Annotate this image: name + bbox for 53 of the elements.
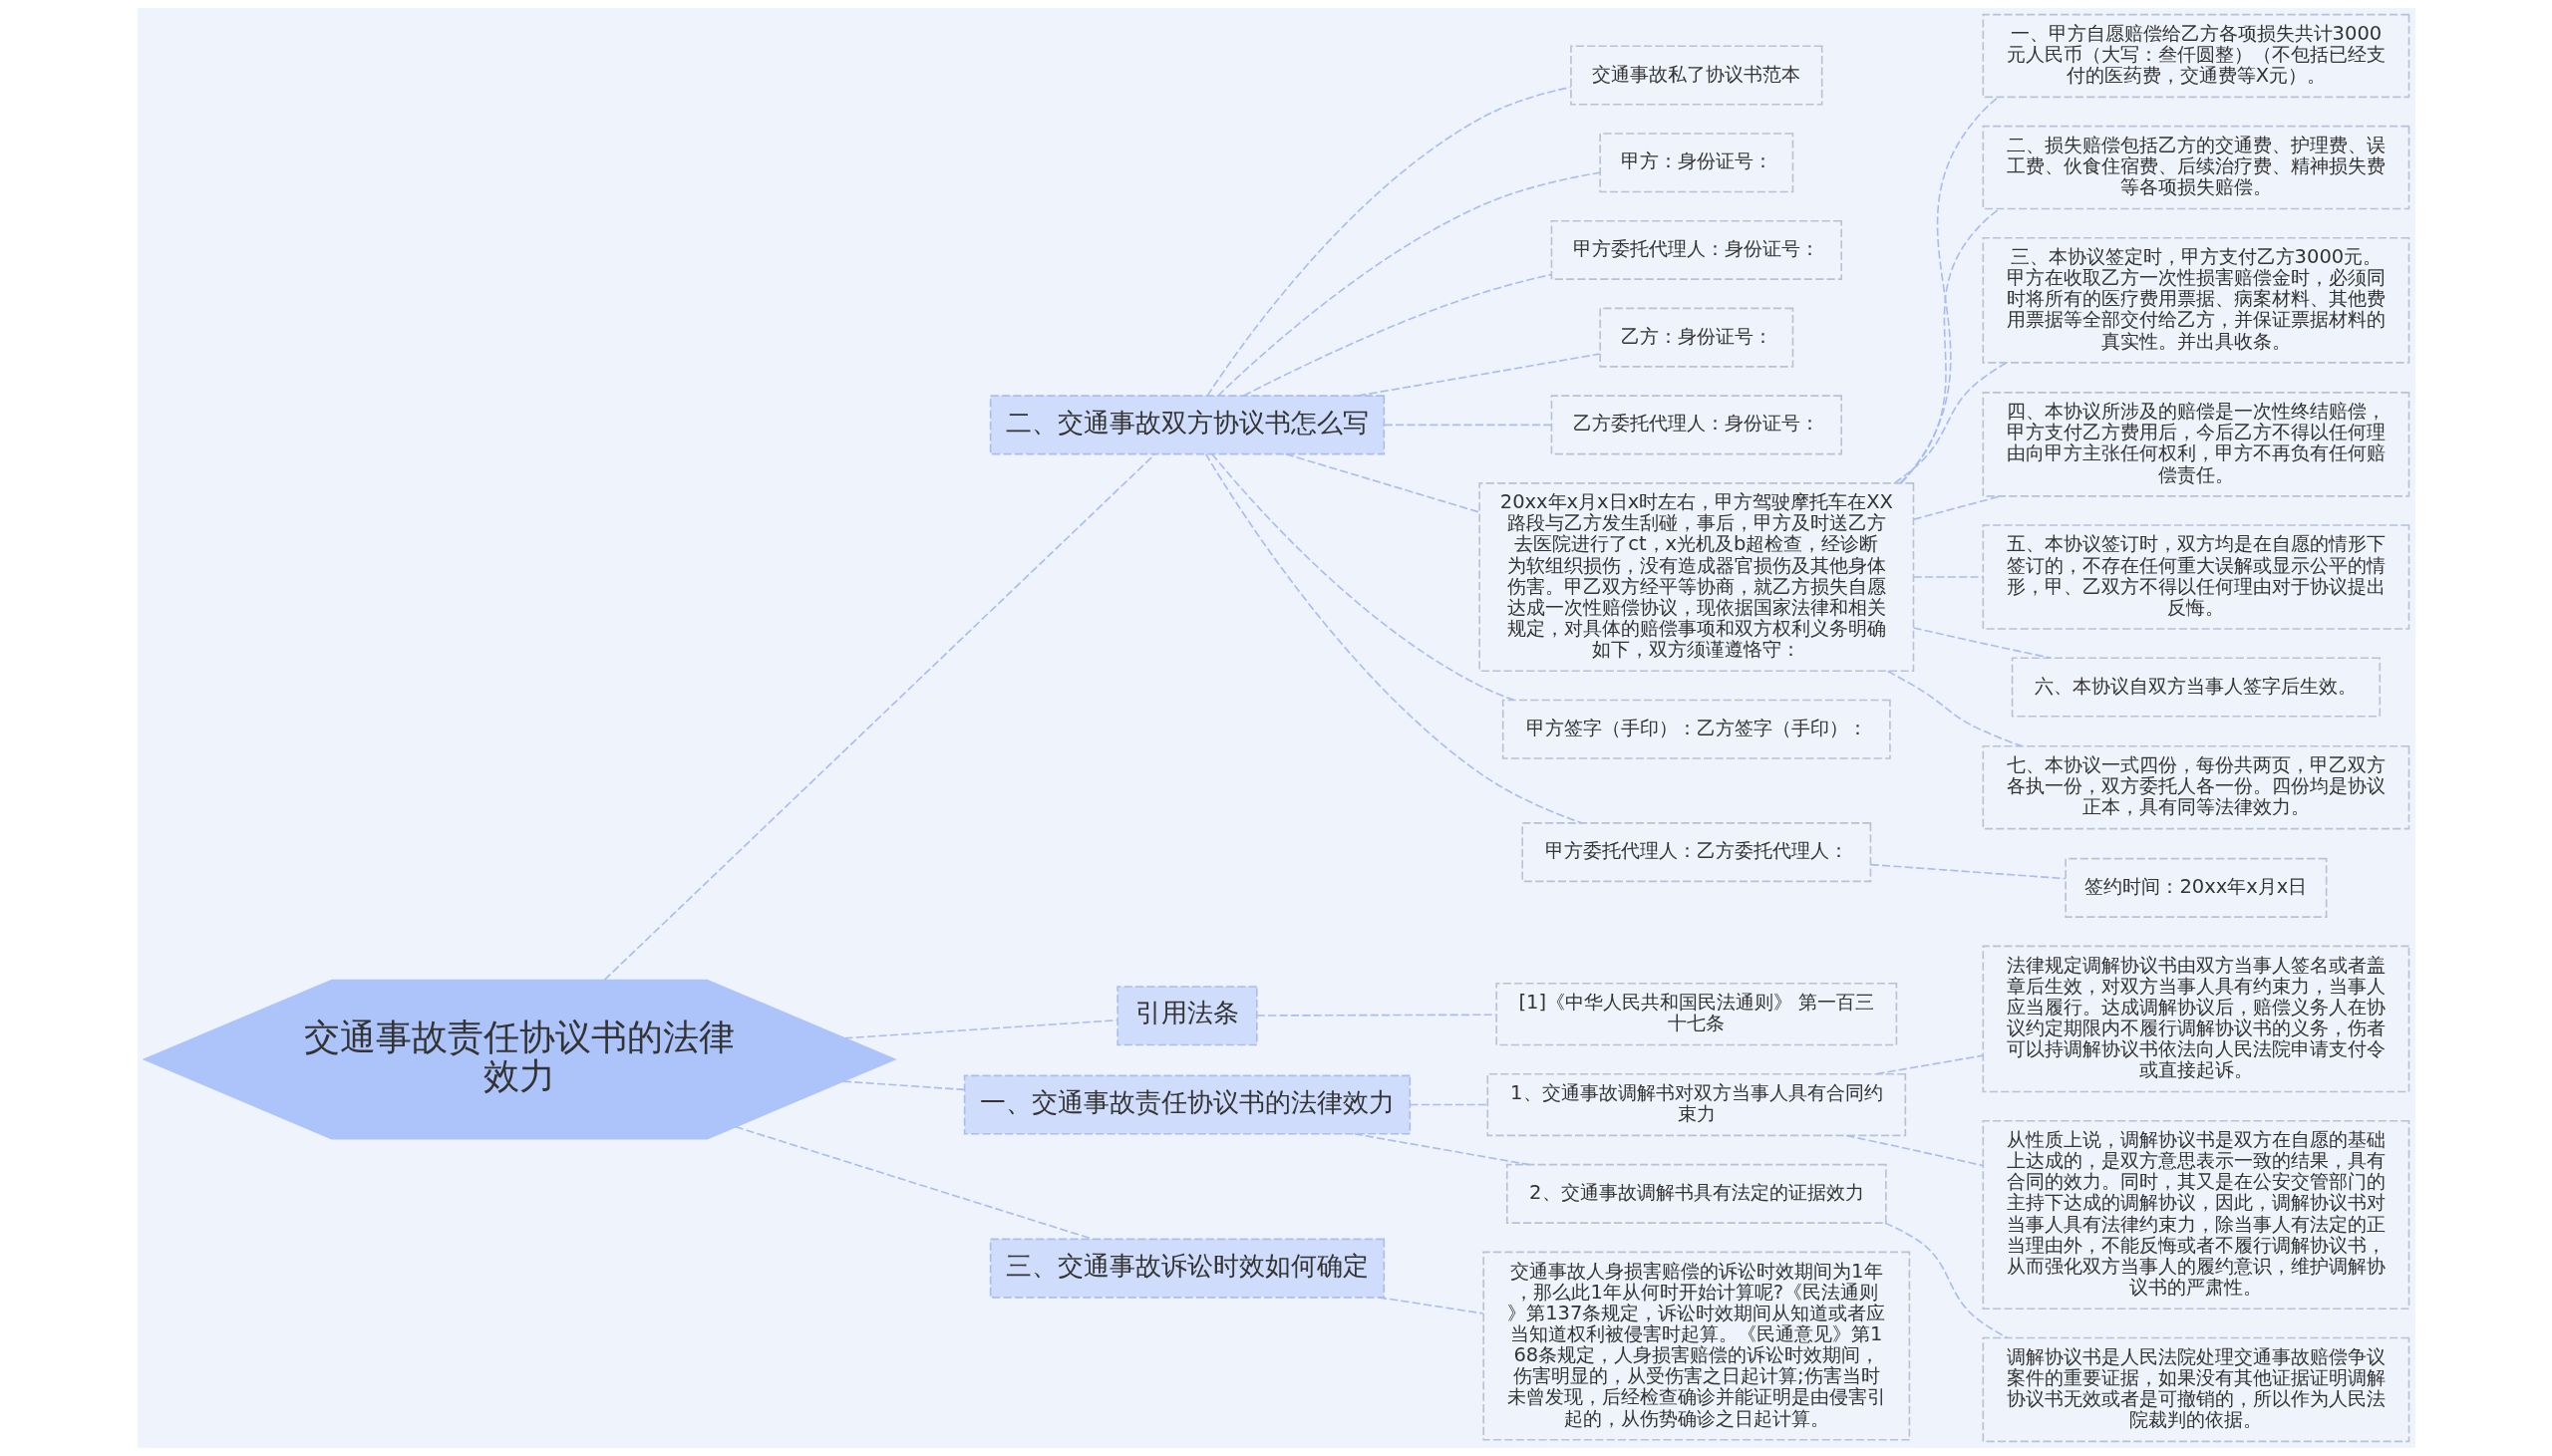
node-box: 七、本协议一式四份，每份共两页，甲乙双方各执一份，双方委托人各一份。四份均是协议正本，具有同等法律效力。	[1982, 744, 2409, 830]
connector	[1284, 452, 1480, 513]
connector	[1844, 1134, 1984, 1167]
connector	[1216, 171, 1601, 397]
connector	[1893, 362, 2008, 484]
node-box: 签约时间：20xx年x月x日	[2064, 857, 2327, 918]
node-box: 调解协议书是人民法院处理交通事故赔偿争议案件的重要证据，如果没有其他证据证明调解协议书无效或者是可撤销的，所以作为人民法院裁判的依据。	[1982, 1336, 2409, 1443]
connector	[1242, 273, 1552, 397]
node-box: 六、本协议自双方当事人签字后生效。	[2011, 657, 2381, 718]
node-box: 乙方：身份证号：	[1598, 307, 1793, 368]
node-box: 从性质上说，调解协议书是双方在自愿的基础上达成的，是双方意思表示一致的结果，具有合同的效力。同时，其又是在公安交管部门的主持下达成的调解协议，因此，调解协议书对当事人具有法律约束力，除当事人有法定的正当理由外，不能反悔或者不履行调解协议书，从而强化双方当事人的履约意识，维护调解协议书的严肃性。	[1982, 1120, 2409, 1310]
node-box: 三、本协议签定时，甲方支付乙方3000元。甲方在收取乙方一次性损害赔偿金时，必须同时将所有的医疗费用票据、病案材料、其他费用票据等全部交付给乙方，并保证票据材料的真实性。并出具收条。	[1982, 236, 2409, 364]
node-box: 一、甲方自愿赔偿给乙方各项损失共计3000元人民币（大写：叁仟圆整）（不包括已经支付的医药费，交通费等X元）。	[1982, 13, 2409, 99]
connector	[603, 453, 1155, 981]
connector	[1255, 1014, 1497, 1017]
node-box: 交通事故人身损害赔偿的诉讼时效期间为1年，那么此1年从何时开始计算呢?《民法通则》第137条规定，诉讼时效期间从知道或者应当知道权利被侵害时起算。《民通意见》第168条规定，人身损害赔偿的诉讼时效期间，伤害明显的，从受伤害之日起计算;伤害当时未曾发现，后经检查确诊并能证明是由侵害引起的，从伤势确诊之日起计算。	[1481, 1251, 1910, 1441]
node-box: 四、本协议所涉及的赔偿是一次性终结赔偿，甲方支付乙方费用后，今后乙方不得以任何理由向甲方主张任何权利，甲方不再负有任何赔偿责任。	[1982, 392, 2409, 497]
connector	[841, 1080, 965, 1091]
connector	[1899, 96, 1999, 484]
connector	[1869, 863, 2066, 880]
connector	[1205, 86, 1571, 397]
connector	[1210, 452, 1514, 702]
node-box: 引用法条	[1116, 986, 1258, 1046]
node-box: 乙方委托代理人：身份证号：	[1550, 395, 1842, 455]
node-box: 五、本协议签订时，双方均是在自愿的情形下签订的，不存在任何重大误解或显示公平的情形，甲、乙双方不得以任何理由对于协议提出反悔。	[1982, 524, 2409, 630]
connector	[1886, 670, 2023, 747]
connector	[1357, 353, 1600, 397]
connector	[1409, 1103, 1487, 1106]
node-box: 二、损失赔偿包括乙方的交通费、护理费、误工费、伙食住宿费、后续治疗费、精神损失费等各项损失赔偿。	[1982, 125, 2409, 210]
connector	[1898, 208, 2000, 484]
node-box: 二、交通事故双方协议书怎么写	[989, 395, 1385, 455]
connector	[1883, 1222, 2008, 1339]
connector	[1383, 424, 1552, 427]
connector	[1875, 1054, 1984, 1075]
connector	[1377, 1297, 1484, 1314]
node-box: 甲方委托代理人：身份证号：	[1550, 219, 1842, 280]
connector	[1912, 627, 2052, 660]
node-box: 三、交通事故诉讼时效如何确定	[989, 1238, 1385, 1299]
node-box: 2、交通事故调解书具有法定的证据效力	[1505, 1163, 1887, 1224]
node-box: 法律规定调解协议书由双方当事人签名或者盖章后生效，对双方当事人具有约束力，当事人应当履行。达成调解协议后，赔偿义务人在协议约定期限内不履行调解协议书的义务，伤者可以持调解协议书依法向人民法院申请支付令或直接起诉。	[1982, 945, 2409, 1093]
node-box: [1]《中华人民共和国民法通则》 第一百三十七条	[1494, 982, 1897, 1046]
node-box: 甲方委托代理人：乙方委托代理人：	[1520, 822, 1871, 883]
node-box: 交通事故私了协议书范本	[1569, 45, 1822, 106]
node-box: 20xx年x月x日x时左右，甲方驾驶摩托车在XX路段与乙方发生刮碰，事后，甲方及时送乙方去医院进行了ct，x光机及b超检查，经诊断为软组织损伤，没有造成器官损伤及其他身体伤害。甲乙双方经平等协商，就乙方损失自愿达成一次性赔偿协议，现依据国家法律和相关规定，对具体的赔偿事项和双方权利义务明确如下，双方须谨遵恪守：	[1477, 482, 1914, 673]
connector	[842, 1019, 1118, 1039]
node-box: 甲方签字（手印）：乙方签字（手印）：	[1501, 699, 1891, 759]
node-box: 1、交通事故调解书对双方当事人具有合同约束力	[1485, 1072, 1906, 1137]
connector	[1204, 452, 1583, 824]
connector	[1353, 1133, 1530, 1166]
node-box: 一、交通事故责任协议书的法律效力	[963, 1074, 1411, 1135]
connector	[1912, 495, 2001, 520]
connector	[1912, 576, 1984, 578]
node-box: 甲方：身份证号：	[1598, 133, 1793, 193]
